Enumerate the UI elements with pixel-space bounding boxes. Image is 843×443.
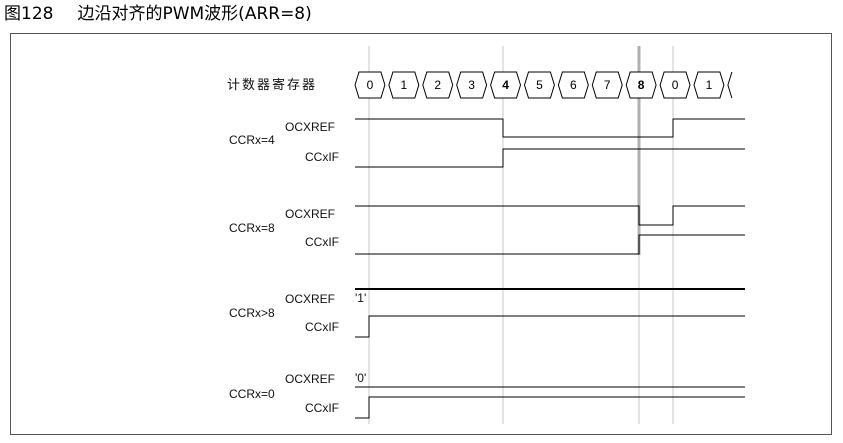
counter-cell bbox=[354, 71, 386, 99]
group2-ocxref-label: OCXREF bbox=[285, 207, 335, 221]
counter-cell-value: 2 bbox=[434, 78, 441, 92]
counter-cell bbox=[388, 71, 420, 99]
group1-ccxif-wave bbox=[355, 148, 745, 168]
group3-ocxref-label: OCXREF bbox=[285, 292, 335, 306]
counter-cell-value: 7 bbox=[604, 78, 611, 92]
group2-ccxif-wave bbox=[355, 234, 745, 255]
group4-ccxif-label: CCxIF bbox=[305, 401, 339, 415]
counter-cell-tail bbox=[727, 71, 733, 99]
group1-ccxif-label: CCxIF bbox=[305, 150, 339, 164]
group2-condition: CCRx=8 bbox=[229, 221, 275, 235]
group4-const-label: '0' bbox=[355, 371, 366, 385]
group4-ccxif-wave bbox=[355, 396, 745, 419]
group4-condition: CCRx=0 bbox=[229, 387, 275, 401]
group3-ccxif-wave bbox=[355, 315, 745, 338]
counter-cell bbox=[557, 71, 589, 99]
counter-cell-value: 0 bbox=[367, 78, 374, 92]
counter-cell bbox=[523, 71, 555, 99]
group3-const-label: '1' bbox=[355, 291, 366, 305]
counter-cell bbox=[591, 71, 623, 99]
group2-ocxref-wave bbox=[355, 205, 745, 226]
counter-cell-value: 4 bbox=[502, 78, 509, 92]
group1-ocxref-wave bbox=[355, 118, 745, 138]
group1-condition: CCRx=4 bbox=[229, 133, 275, 147]
counter-cell bbox=[456, 71, 488, 99]
counter-cell-value: 5 bbox=[536, 78, 543, 92]
counter-register-label: 计数器寄存器 bbox=[227, 77, 317, 93]
counter-cells: 0 1 2 3 4 5 6 7 8 0 1 bbox=[354, 71, 733, 99]
counter-cell bbox=[422, 71, 454, 99]
diagram-frame bbox=[10, 33, 832, 435]
counter-cell-value: 6 bbox=[570, 78, 577, 92]
group4-ocxref-label: OCXREF bbox=[285, 372, 335, 386]
counter-cell-value: 1 bbox=[401, 78, 408, 92]
figure-caption: 边沿对齐的PWM波形(ARR=8) bbox=[77, 4, 312, 24]
counter-cell-value: 1 bbox=[706, 78, 713, 92]
counter-cell bbox=[625, 71, 657, 99]
counter-cell-value: 3 bbox=[468, 78, 475, 92]
group1-ocxref-label: OCXREF bbox=[285, 120, 335, 134]
counter-cell-value: 0 bbox=[672, 78, 679, 92]
counter-cell bbox=[659, 71, 691, 99]
counter-cell bbox=[693, 71, 725, 99]
group3-ccxif-label: CCxIF bbox=[305, 320, 339, 334]
group3-condition: CCRx>8 bbox=[229, 306, 275, 320]
figure-number: 图128 bbox=[4, 4, 54, 24]
counter-cell-value: 8 bbox=[638, 78, 645, 92]
figure-title: 图128 边沿对齐的PWM波形(ARR=8) bbox=[4, 3, 312, 25]
counter-cell bbox=[490, 71, 522, 99]
group2-ccxif-label: CCxIF bbox=[305, 235, 339, 249]
